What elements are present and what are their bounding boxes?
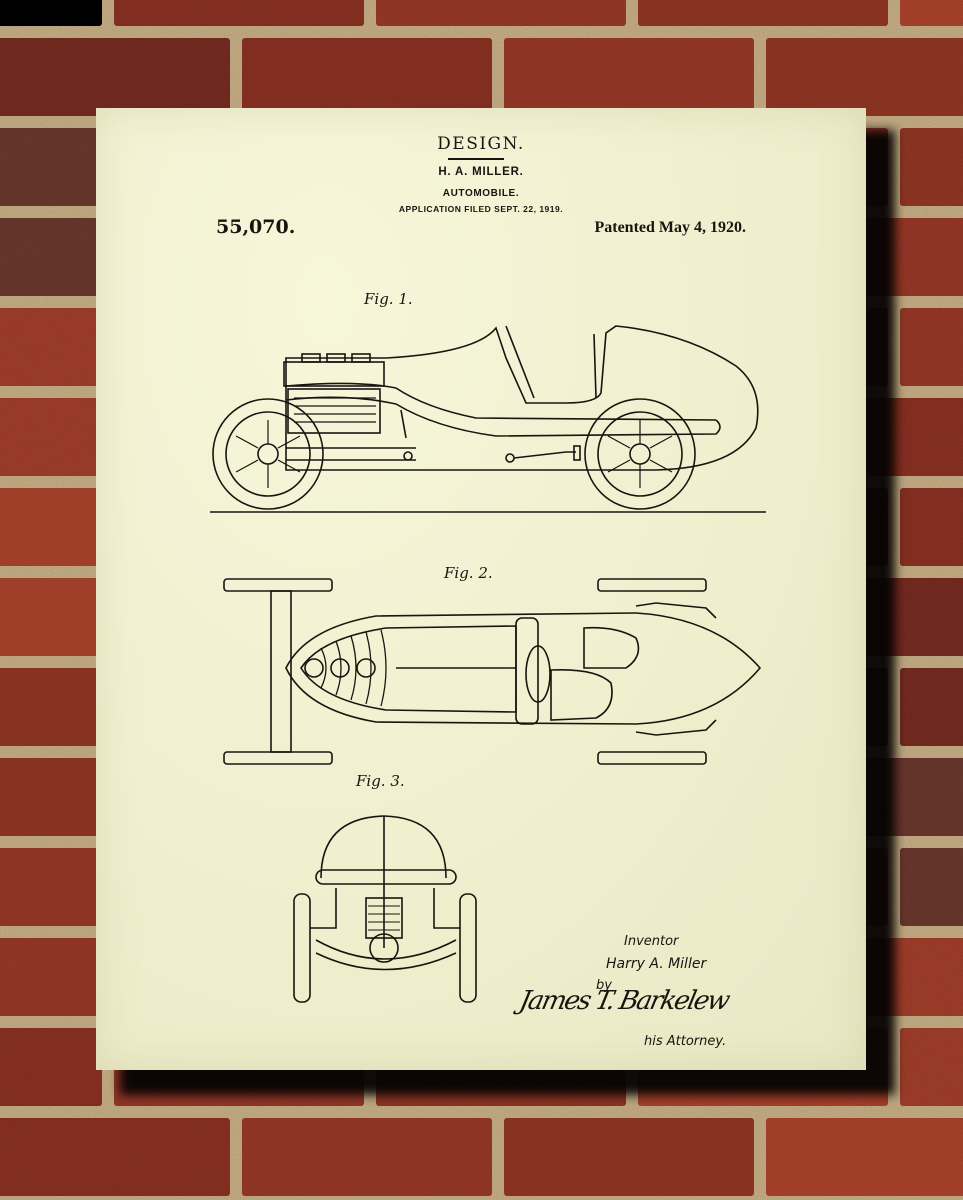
patent-inventor: H. A. MILLER. bbox=[438, 166, 524, 178]
application-date: APPLICATION FILED SEPT. 22, 1919. bbox=[398, 204, 564, 214]
patent-poster: DESIGN. H. A. MILLER. AUTOMOBILE. APPLIC… bbox=[96, 108, 866, 1070]
inventor-name: Harry A. Miller bbox=[606, 956, 707, 972]
patent-title: AUTOMOBILE. bbox=[442, 188, 520, 199]
attorney-label: his Attorney. bbox=[644, 1034, 727, 1049]
by-label: by bbox=[596, 978, 612, 993]
patented-date: Patented May 4, 1920. bbox=[594, 219, 746, 236]
attorney-signature: James T. Barkelew bbox=[516, 986, 731, 1016]
inventor-label: Inventor bbox=[624, 934, 679, 949]
patent-number: 55,070. bbox=[216, 216, 296, 238]
fig-2-label: Fig. 2. bbox=[444, 564, 493, 582]
patent-heading: DESIGN. bbox=[437, 134, 525, 154]
heading-rule bbox=[448, 158, 504, 160]
fig-1-label: Fig. 1. bbox=[364, 290, 413, 308]
fig-3-front-view-drawing bbox=[293, 815, 477, 1003]
fig-2-top-view-drawing bbox=[223, 578, 762, 765]
fig-3-label: Fig. 3. bbox=[356, 772, 405, 790]
fig-1-side-view-drawing bbox=[210, 325, 766, 513]
